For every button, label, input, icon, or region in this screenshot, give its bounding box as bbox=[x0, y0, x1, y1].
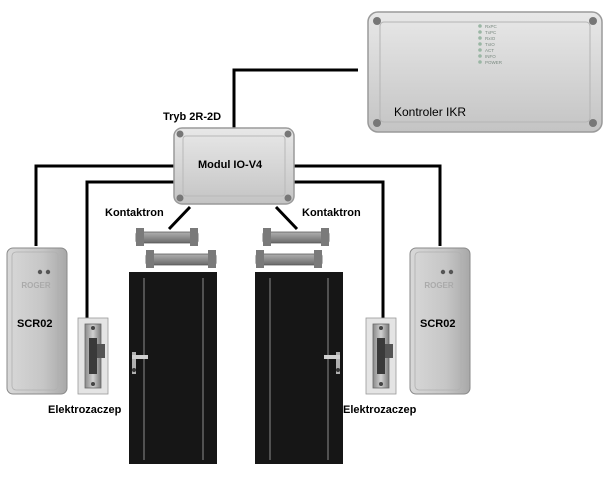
io-module-box bbox=[173, 127, 295, 205]
led-label: POWER bbox=[485, 60, 503, 65]
led-indicator-icon bbox=[478, 36, 482, 40]
wire-module-to-reader-left bbox=[34, 164, 176, 246]
door-handle-icon bbox=[132, 352, 148, 374]
led-indicator-icon bbox=[478, 30, 482, 34]
card-reader-left: ROGER bbox=[6, 247, 68, 395]
strike-label-left: Elektrozaczep bbox=[48, 404, 122, 416]
contact-label-left: Kontaktron bbox=[105, 207, 164, 219]
wire-module-to-contact-right bbox=[274, 205, 299, 231]
led-label: TxIO bbox=[485, 42, 495, 47]
led-indicator-icon bbox=[478, 60, 482, 64]
wire-module-to-strike-left bbox=[85, 180, 176, 322]
reader-brand-right: ROGER bbox=[424, 281, 454, 290]
door-right bbox=[255, 272, 343, 464]
mode-label: Tryb 2R-2D bbox=[163, 111, 222, 123]
wire-module-to-strike-right bbox=[292, 180, 385, 322]
door-left bbox=[129, 272, 217, 464]
door-handle-icon bbox=[324, 352, 340, 374]
led-label: INFO bbox=[485, 54, 496, 59]
led-label: RxIO bbox=[485, 36, 496, 41]
electric-strike-right bbox=[365, 317, 397, 395]
controller-label: Kontroler IKR bbox=[394, 105, 467, 119]
reader-label-right: SCR02 bbox=[420, 318, 456, 330]
card-reader-right: ROGER bbox=[409, 247, 471, 395]
led-indicator-icon bbox=[478, 24, 482, 28]
led-indicator-icon bbox=[478, 54, 482, 58]
wire-controller-to-module bbox=[232, 68, 358, 130]
led-label: TxPC bbox=[485, 30, 497, 35]
reader-brand-left: ROGER bbox=[21, 281, 51, 290]
strike-label-right: Elektrozaczep bbox=[343, 404, 417, 416]
contact-label-right: Kontaktron bbox=[302, 207, 361, 219]
wire-module-to-contact-left bbox=[167, 205, 192, 231]
wires bbox=[34, 68, 442, 322]
led-label: ACT bbox=[485, 48, 494, 53]
led-indicator-icon bbox=[478, 42, 482, 46]
led-indicator-icon bbox=[478, 48, 482, 52]
reader-label-left: SCR02 bbox=[17, 318, 53, 330]
led-label: RxPC bbox=[485, 24, 498, 29]
electric-strike-left bbox=[77, 317, 109, 395]
io-module-label: Modul IO-V4 bbox=[198, 159, 263, 171]
reed-contact-left bbox=[135, 228, 217, 268]
reed-contact-right bbox=[255, 228, 330, 268]
wire-module-to-reader-right bbox=[292, 164, 442, 246]
